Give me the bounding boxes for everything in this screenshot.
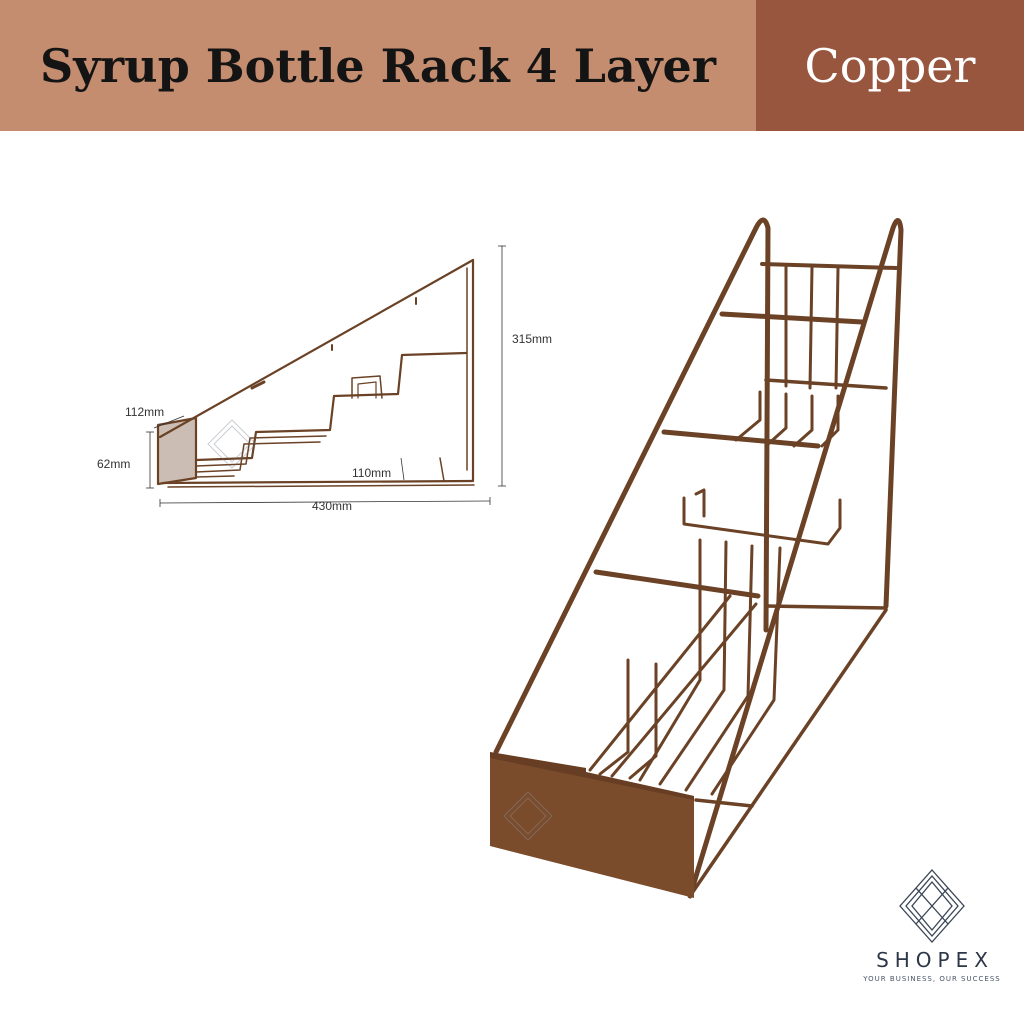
variant-panel: Copper <box>756 0 1024 131</box>
height-dimension: 315mm <box>512 332 552 346</box>
rack-illustration <box>493 217 904 899</box>
rack-front-plate-shade <box>490 752 694 800</box>
step-dimension: 110mm <box>352 466 391 480</box>
watermark-photo <box>503 791 553 841</box>
front-height-dimension: 62mm <box>97 457 130 471</box>
brand-tagline: YOUR BUSINESS, OUR SUCCESS <box>863 975 1001 983</box>
header-banner: Syrup Bottle Rack 4 Layer Copper <box>0 0 1024 131</box>
dimension-labels: 112mm 62mm 110mm 315mm 430mm <box>97 332 552 513</box>
dimension-lines <box>146 245 506 507</box>
side-view-diagram <box>156 258 475 488</box>
brand-name: SHOPEX <box>876 948 994 972</box>
watermark-diagram <box>207 419 257 469</box>
color-variant-label: Copper <box>804 38 976 93</box>
product-illustration: 112mm 62mm 110mm 315mm 430mm <box>97 217 904 899</box>
product-title: Syrup Bottle Rack 4 Layer <box>39 38 716 93</box>
diamond-lattice-icon <box>899 869 965 943</box>
title-panel: Syrup Bottle Rack 4 Layer <box>0 0 756 131</box>
length-dimension: 430mm <box>312 499 352 513</box>
depth-dimension: 112mm <box>125 405 164 419</box>
brand-logo: SHOPEX YOUR BUSINESS, OUR SUCCESS <box>852 866 1012 1006</box>
